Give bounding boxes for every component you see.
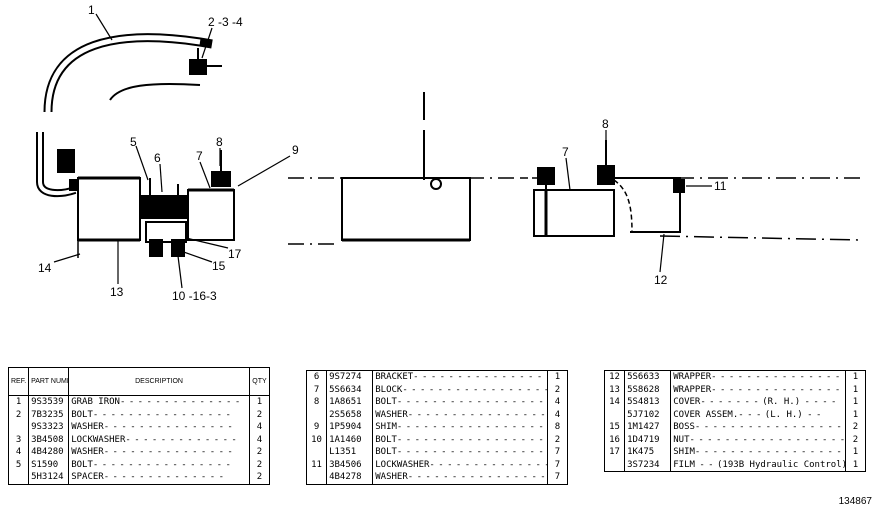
wrapper-right [614, 177, 681, 233]
header-ref: REF. NO. [7, 367, 29, 396]
figure-number: 134867 [838, 496, 872, 507]
header-desc: DESCRIPTION [68, 367, 250, 396]
grab-iron-bolt [189, 59, 207, 75]
block-right-view [533, 189, 615, 237]
callout-1: 1 [88, 3, 95, 17]
table-header-row: REF. NO. PART NUMBER DESCRIPTION QTY [7, 367, 270, 396]
header-part: PART NUMBER [28, 367, 69, 396]
callout-12: 12 [654, 273, 668, 287]
header-qty: QTY [248, 367, 270, 396]
callout-7-right: 7 [562, 145, 569, 159]
callout-17: 17 [228, 247, 242, 261]
callout-8-left: 8 [216, 135, 223, 149]
callout-8-right: 8 [602, 117, 609, 131]
middle-block [341, 177, 471, 241]
callout-13: 13 [110, 285, 124, 299]
callout-5: 5 [130, 135, 137, 149]
callout-9: 9 [292, 143, 299, 157]
callout-2-3-4: 2 -3 -4 [208, 15, 243, 29]
block-left-view [187, 189, 235, 241]
callout-14: 14 [38, 261, 52, 275]
callout-7-left: 7 [196, 149, 203, 163]
callout-10-16-3: 10 -16-3 [172, 289, 217, 303]
bracket-assembly [141, 195, 187, 219]
parts-table-1: REF. NO. PART NUMBER DESCRIPTION QTY 19S… [7, 367, 270, 485]
callout-11: 11 [714, 179, 727, 193]
callout-6: 6 [154, 151, 161, 165]
callout-15: 15 [212, 259, 226, 273]
bolt-8-left [211, 171, 231, 187]
wrapper-block-left [77, 177, 141, 241]
grab-iron [43, 33, 213, 113]
parts-diagram: 1 2 -3 -4 5 6 7 8 9 7 8 11 12 13 14 15 1… [36, 3, 861, 303]
